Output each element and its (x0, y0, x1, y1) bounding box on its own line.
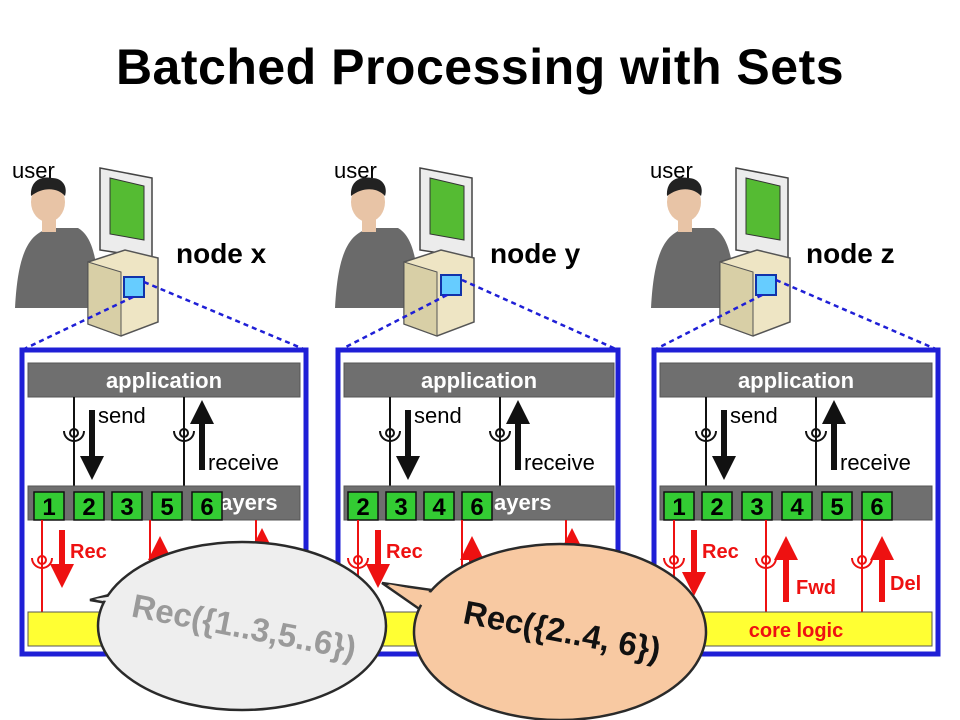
node-x-chip-label: 5 (160, 494, 173, 521)
node-z-user-computer-icon (651, 167, 791, 337)
node-y-chip-label: 4 (432, 494, 446, 521)
node-x-chip (111, 491, 143, 521)
node-y-title: node y (490, 238, 581, 269)
node-z-title: node z (806, 238, 895, 269)
node-x-rec-label: Rec (70, 541, 107, 563)
node-z-chip (663, 491, 695, 521)
node-z: user node z application send receive (650, 158, 941, 657)
node-y-layers-label: ayers (494, 490, 552, 515)
node-z-receive-label: receive (840, 450, 911, 475)
node-x-send-label: send (98, 403, 146, 428)
node-y-user-computer-icon (335, 167, 475, 337)
node-z-core-label: core logic (749, 620, 843, 642)
node-y-receive-label: receive (524, 450, 595, 475)
node-x-chip (151, 491, 183, 521)
node-z-chip (741, 491, 773, 521)
node-y-application-label: application (421, 368, 537, 393)
node-z-chips: 1 2 3 4 5 6 (663, 491, 893, 521)
node-x-chip (191, 491, 223, 521)
callout-node-y: Rec({2..4, 6}) (381, 542, 708, 720)
node-y-chip (385, 491, 417, 521)
node-y-chips: 2 3 4 6 (347, 491, 493, 521)
node-x-chip-label: 2 (82, 494, 95, 521)
node-x-chip (33, 491, 65, 521)
node-x-chips: 1 2 3 5 6 (33, 491, 223, 521)
node-z-chip-label: 6 (870, 494, 883, 521)
node-x-title: node x (176, 238, 267, 269)
page-title: Batched Processing with Sets (115, 39, 845, 95)
node-x-application-bar (27, 362, 301, 398)
node-y-chip-label: 6 (470, 494, 483, 521)
node-z-chip-label: 1 (672, 494, 685, 521)
node-z-chip (861, 491, 893, 521)
node-z-application-bar (659, 362, 933, 398)
node-y-send-label: send (414, 403, 462, 428)
node-x-layers-label: layers (214, 490, 278, 515)
node-x-chip-label: 1 (42, 494, 55, 521)
node-x-receive-label: receive (208, 450, 279, 475)
node-z-chip-label: 3 (750, 494, 763, 521)
node-x-application-label: application (106, 368, 222, 393)
node-z-send-label: send (730, 403, 778, 428)
node-x-user-computer-icon (15, 167, 159, 337)
node-x: user node x application send (12, 158, 309, 657)
node-z-chip-label: 4 (790, 494, 804, 521)
node-z-chip (821, 491, 853, 521)
node-z-chip (701, 491, 733, 521)
node-y-application-bar (343, 362, 615, 398)
node-z-del-label: Del (890, 573, 921, 595)
node-y-chip (423, 491, 455, 521)
node-z-chip (781, 491, 813, 521)
node-x-chip (73, 491, 105, 521)
node-y-chip (461, 491, 493, 521)
node-z-chip-label: 5 (830, 494, 843, 521)
node-z-fwd-label: Fwd (796, 577, 836, 599)
node-y-rec-label: Rec (386, 541, 423, 563)
node-z-application-label: application (738, 368, 854, 393)
node-x-chip-label: 6 (200, 494, 213, 521)
node-y-chip-label: 2 (356, 494, 369, 521)
node-z-chip-label: 2 (710, 494, 723, 521)
node-z-rec-label: Rec (702, 541, 739, 563)
node-y-chip (347, 491, 379, 521)
callout-node-x: Rec({1..3,5..6}) (89, 540, 388, 712)
node-x-chip-label: 3 (120, 494, 133, 521)
node-y-chip-label: 3 (394, 494, 407, 521)
